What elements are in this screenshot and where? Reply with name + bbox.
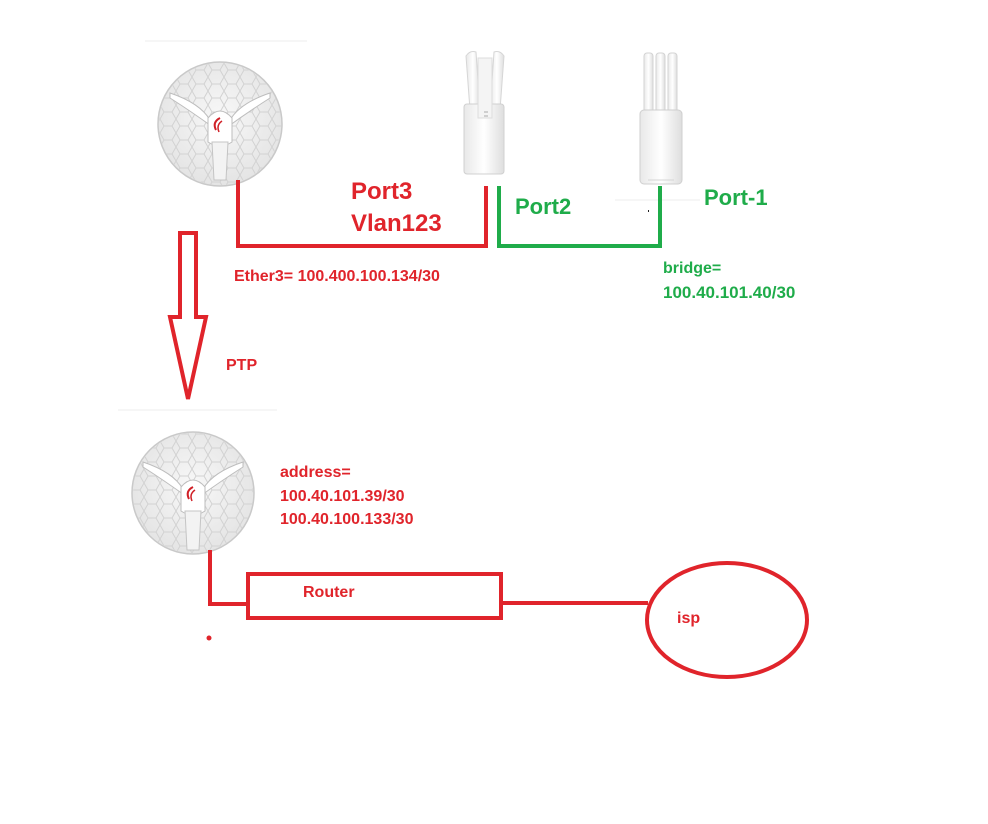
port2-label: Port2 [515,194,572,219]
bridge-label: bridge= [663,260,722,277]
vlan-label: Vlan123 [351,210,442,237]
address-2: 100.40.100.133/30 [280,511,414,528]
router-label: Router [303,584,355,601]
dish-antenna-top-icon [157,61,283,187]
isp-ellipse [645,561,809,679]
isp-label: isp [677,610,701,627]
sector-antenna-middle-icon [463,51,505,175]
ptp-arrow-icon [167,231,209,400]
port3-label: Port3 [351,178,413,205]
sector-antenna-right-icon [639,52,683,185]
link-bridge-port2-port1 [497,186,662,248]
dish-antenna-bottom-icon [131,431,255,555]
router-box [246,572,503,620]
link-port3-vlan123 [236,180,488,248]
ptp-label: PTP [226,357,258,374]
port1-label: Port-1 [704,185,768,210]
bridge-address: 100.40.101.40/30 [663,283,796,302]
ether3-label: Ether3= 100.400.100.134/30 [234,268,440,285]
address-1: 100.40.101.39/30 [280,488,405,505]
link-dish-router [208,550,248,606]
address-label: address= [280,464,351,481]
red-dot [206,635,212,641]
